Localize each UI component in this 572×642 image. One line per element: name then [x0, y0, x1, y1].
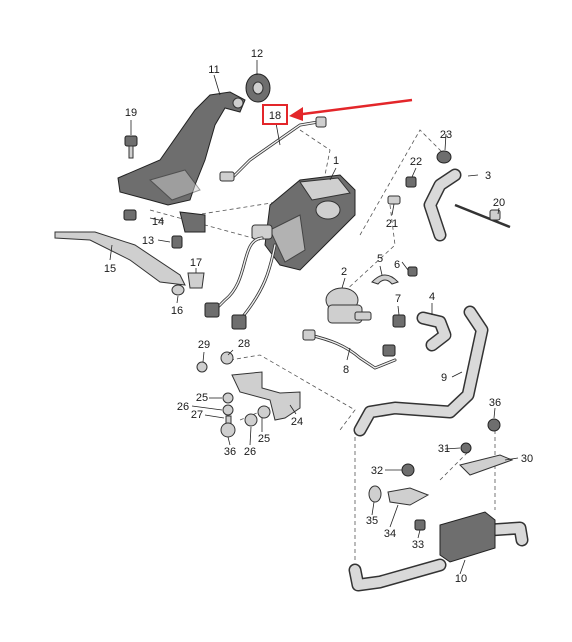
callout-26-b: 26: [244, 446, 256, 458]
callout-19: 19: [125, 107, 137, 119]
callout-32: 32: [371, 465, 383, 477]
callout-4: 4: [429, 291, 435, 303]
highlight-callout-18: 18: [262, 98, 413, 125]
leader-lines: [109, 60, 519, 575]
callout-25-a: 25: [196, 392, 208, 404]
part-18-sensor-lead: [219, 116, 327, 182]
callout-1: 1: [333, 155, 339, 167]
callout-23: 23: [440, 129, 452, 141]
part-1-heater-unit: [251, 174, 356, 271]
callout-22: 22: [410, 156, 422, 168]
callout-10: 10: [455, 573, 467, 585]
clips-5-6-7: [371, 266, 418, 328]
callout-3: 3: [485, 170, 491, 182]
highlight-arrow: [294, 98, 413, 117]
highlight-box: [262, 104, 288, 125]
callout-2: 2: [341, 266, 347, 278]
callout-25-b: 25: [258, 433, 270, 445]
heater-wiring: [204, 236, 277, 330]
part-12-grommet: [245, 73, 271, 103]
callout-31: 31: [438, 443, 450, 455]
callout-29: 29: [198, 339, 210, 351]
callout-11: 11: [208, 64, 219, 76]
callout-6: 6: [394, 259, 400, 271]
callout-20: 20: [493, 197, 505, 209]
bracket-24-hardware: [196, 351, 301, 438]
connectors-21-22-23: [387, 150, 452, 205]
callout-18: 18: [269, 110, 281, 122]
callout-34: 34: [384, 528, 396, 540]
callout-16: 16: [171, 305, 183, 317]
callout-21: 21: [386, 218, 398, 230]
part-20-cable-tie: [454, 203, 511, 229]
highlight-arrowhead: [289, 107, 303, 121]
callout-30: 30: [521, 453, 533, 465]
callout-24: 24: [291, 416, 303, 428]
callout-labels: 1 2 3 4 5 6 7 8 9 10 11 12 13 14 15 16 1…: [104, 48, 533, 585]
callout-5: 5: [377, 253, 383, 265]
callout-28: 28: [238, 338, 250, 350]
callout-36-b: 36: [224, 446, 236, 458]
part-15-rail: [54, 211, 206, 286]
callout-33: 33: [412, 539, 424, 551]
part-19-bolt: [124, 135, 138, 159]
part-8-pump-wiring: [302, 329, 397, 370]
callout-15: 15: [104, 263, 116, 275]
callout-9: 9: [441, 372, 447, 384]
part-11-bracket: [117, 91, 246, 206]
callout-17: 17: [190, 257, 202, 269]
part-2-coolant-pump: [325, 287, 372, 324]
part-4-hose: [416, 311, 452, 352]
callout-8: 8: [343, 364, 349, 376]
part-10-heat-exchanger: [348, 511, 529, 592]
callout-7: 7: [395, 293, 401, 305]
callout-26-a: 26: [177, 401, 189, 413]
part-9-hose: [353, 305, 489, 437]
part-3-hose: [423, 168, 462, 242]
mounting-hardware-right: [368, 418, 514, 531]
callout-12: 12: [251, 48, 263, 60]
callout-14: 14: [152, 216, 164, 228]
callout-13: 13: [142, 235, 154, 247]
callout-36-a: 36: [489, 397, 501, 409]
callout-27: 27: [191, 409, 203, 421]
callout-35: 35: [366, 515, 378, 527]
small-hardware-left: [123, 209, 205, 296]
